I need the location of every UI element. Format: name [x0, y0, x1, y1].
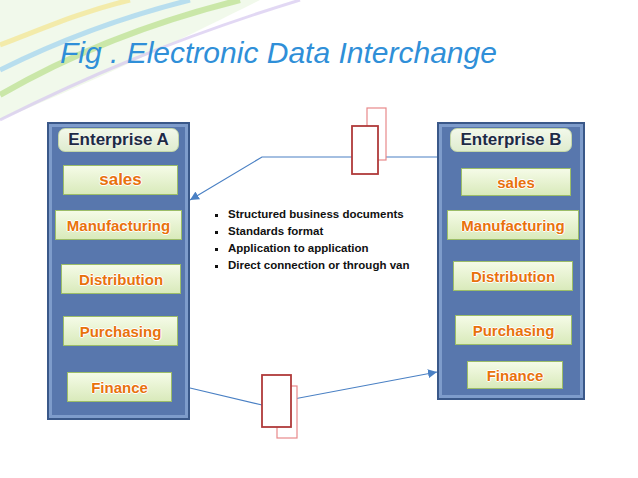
enterprise-box: Enterprise B salesManufacturingDistributi…	[437, 122, 585, 400]
department-label: Finance	[487, 367, 544, 384]
bullet-note: Application to application	[228, 240, 409, 257]
department-label: Purchasing	[80, 323, 162, 340]
connector-arrow	[190, 372, 437, 405]
connector-arrow	[190, 157, 437, 200]
enterprise-heading: Enterprise A	[58, 128, 178, 152]
department-box: sales	[63, 165, 178, 195]
document-icon-front	[262, 375, 291, 427]
department-label: Purchasing	[473, 322, 555, 339]
bullet-note: Structured business documents	[228, 206, 409, 223]
department-box: sales	[461, 168, 571, 196]
department-box: Manufacturing	[55, 210, 182, 240]
department-box: Purchasing	[63, 316, 178, 346]
diagram-title: Fig . Electronic Data Interchange	[60, 36, 497, 70]
department-label: sales	[99, 170, 142, 190]
department-box: Finance	[467, 361, 563, 389]
department-box: Finance	[67, 372, 172, 402]
document-icon-front	[352, 126, 378, 174]
department-label: Finance	[91, 379, 148, 396]
department-label: Distribution	[471, 268, 555, 285]
department-box: Distribution	[61, 264, 181, 294]
bullet-note: Standards format	[228, 223, 409, 240]
department-label: Distribution	[79, 271, 163, 288]
enterprise-heading: Enterprise B	[450, 128, 571, 152]
note-list: Structured business documentsStandards f…	[212, 206, 409, 274]
department-box: Manufacturing	[447, 210, 579, 240]
department-box: Purchasing	[455, 315, 572, 345]
department-label: Manufacturing	[461, 217, 564, 234]
department-label: sales	[497, 174, 535, 191]
department-box: Distribution	[453, 261, 573, 291]
department-label: Manufacturing	[67, 217, 170, 234]
enterprise-box: Enterprise A salesManufacturingDistributi…	[47, 122, 190, 420]
bullet-note: Direct connection or through van	[228, 257, 409, 274]
